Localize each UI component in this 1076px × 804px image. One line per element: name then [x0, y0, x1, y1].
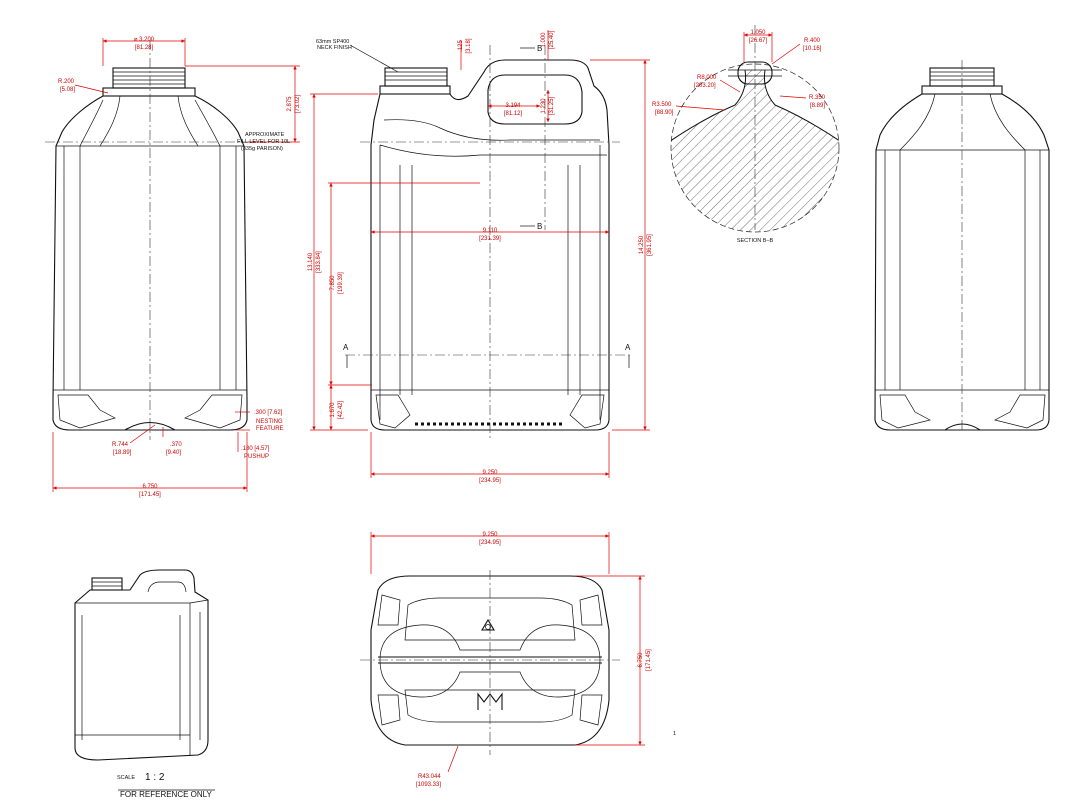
top-width-mm: [234.95]: [479, 540, 501, 546]
handle-width-mm: [81.12]: [504, 111, 523, 117]
overall-height: 14.250: [639, 235, 645, 254]
shoulder-height: 13.140: [308, 252, 314, 271]
side-neck: [379, 67, 451, 95]
base-radius: R.744: [112, 442, 129, 448]
panel-height: 7.850: [330, 275, 336, 291]
panel-height-mm: [199.39]: [338, 272, 344, 294]
bb-r-right: R.350: [809, 95, 826, 101]
base-height-mm: [42.42]: [338, 400, 344, 419]
rear-view: [874, 60, 1050, 431]
neck-finish-1: 63mm SP400: [316, 39, 349, 45]
front-neck-dia-mm: [81.28]: [135, 45, 154, 51]
handle-top: 1.000: [541, 32, 547, 48]
base-width: 9.250: [482, 470, 498, 476]
bb-top-small-mm: [26.67]: [749, 38, 768, 44]
section-bb-caption: SECTION B–B: [737, 238, 774, 244]
neck-offset: .125: [458, 40, 464, 52]
front-neck: [102, 67, 196, 97]
reference-note: FOR REFERENCE ONLY: [120, 790, 213, 799]
iso-view: SCALE 1 : 2 FOR REFERENCE ONLY: [74, 569, 215, 799]
base-height: 1.670: [330, 402, 336, 418]
neck-finish-2: NECK FINISH: [317, 45, 352, 51]
handle-top-mm: [25.40]: [549, 30, 555, 49]
base-depth-mm: [9.40]: [166, 450, 181, 456]
shoulder-height-mm: [333.84]: [316, 251, 322, 273]
overall-height-mm: [361.95]: [647, 234, 653, 256]
section-mark-b-top: B: [537, 44, 542, 53]
section-mark-a-left: A: [343, 343, 349, 352]
fill-note-1: APPROXIMATE: [245, 132, 285, 138]
bb-r-right-mm: [8.89]: [810, 103, 825, 109]
front-width-mm: [171.45]: [139, 492, 161, 498]
scale-value: 1 : 2: [145, 772, 165, 783]
top-view: 9.250 [234.95] 6.750 [171.45] R43.044 [1…: [360, 532, 676, 788]
front-view: ⌀ 3.200 [81.28] R.200 [5.08] 2.875 [73.0…: [45, 37, 301, 498]
bb-r-large: R8.000: [697, 75, 717, 81]
handle-width: 3.194: [505, 103, 521, 109]
top-radius: R43.044: [418, 774, 441, 780]
base-radius-mm: [18.89]: [113, 450, 132, 456]
front-neck-dia: ⌀ 3.200: [134, 37, 155, 43]
bb-r-large-mm: [203.20]: [694, 83, 716, 89]
bb-r-top: R.400: [804, 38, 821, 44]
nesting-label-1: NESTING: [256, 419, 283, 425]
bb-r-mid-mm: [88.90]: [655, 110, 674, 116]
fill-note-3: (335g PARISON): [241, 146, 283, 152]
base-width-mm: [234.95]: [479, 478, 501, 484]
nesting-dim: .300 [7.62]: [254, 410, 283, 416]
top-center-mark: 1: [673, 731, 676, 737]
neck-offset-mm: [3.18]: [466, 38, 472, 53]
body-width: 9.110: [483, 228, 498, 234]
front-width: 6.750: [142, 484, 158, 490]
bb-r-mid: R3.500: [652, 102, 672, 108]
bb-r-top-mm: [10.16]: [803, 46, 822, 52]
front-neck-height-mm: [73.02]: [295, 94, 301, 113]
front-neck-radius-mm: [5.08]: [60, 87, 75, 93]
pushup-dim: .180 [4.57]: [241, 446, 270, 452]
handle-height: 1.230: [541, 98, 547, 114]
base-depth: .370: [170, 442, 182, 448]
body-width-mm: [231.39]: [479, 236, 501, 242]
handle-height-mm: [31.25]: [549, 96, 555, 115]
top-width: 9.250: [482, 532, 498, 538]
pushup-label: PUSHUP: [244, 454, 269, 460]
nesting-label-2: FEATURE: [256, 426, 284, 432]
scale-label: SCALE: [117, 775, 135, 781]
side-view: B B A A 63mm SP400 NECK FINISH .125 [3.1…: [308, 30, 653, 484]
section-mark-b-bottom: B: [537, 222, 542, 231]
bb-top-small: 1.050: [750, 30, 766, 36]
top-depth: 6.750: [638, 652, 644, 668]
top-depth-mm: [171.45]: [646, 649, 652, 671]
front-neck-radius: R.200: [58, 79, 75, 85]
top-radius-mm: [1093.33]: [416, 782, 441, 788]
fill-note-2: FILL LEVEL FOR 10L: [237, 139, 290, 145]
front-neck-height: 2.875: [287, 96, 293, 112]
section-bb: 1.050 [26.67] R.400 [10.16] R8.000 [203.…: [652, 25, 840, 244]
section-mark-a-right: A: [625, 343, 631, 352]
